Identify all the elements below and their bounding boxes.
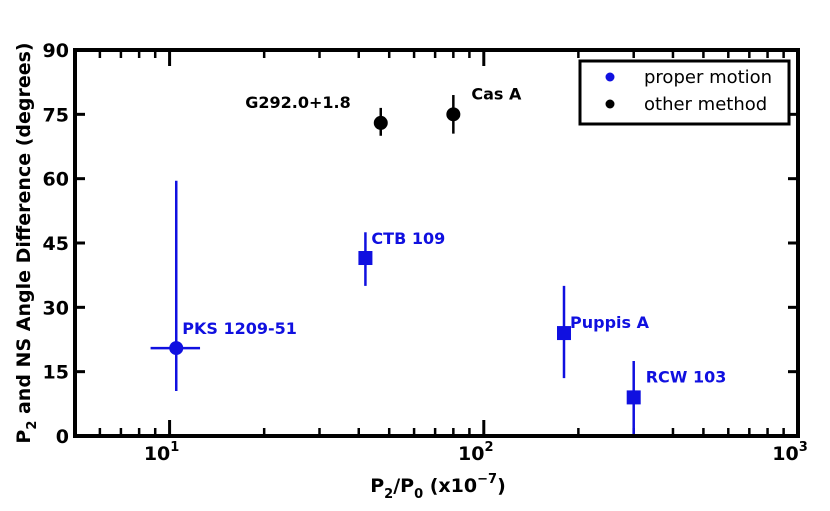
legend: proper motion other method [578,59,791,126]
legend-marker-other-method [605,99,615,109]
legend-label-proper-motion: proper motion [644,67,772,88]
legend-label-other-method: other method [644,94,767,115]
y-tick-label: 60 [43,169,69,191]
data-label-g292-0-1-8: G292.0+1.8 [245,93,351,112]
data-label-rcw-103: RCW 103 [646,367,727,386]
x-tick-label: 102 [458,440,494,465]
data-point-ctb-109 [358,251,373,266]
y-axis-label: P2 and NS Angle Difference (degrees) [13,42,40,443]
data-label-ctb-109: CTB 109 [371,229,445,248]
data-label-pks-1209-51: PKS 1209-51 [182,319,297,338]
data-label-cas-a: Cas A [471,84,522,103]
data-point-pks-1209-51 [169,341,184,356]
x-axis-label: P2/P0 (x10−7) [370,472,506,502]
y-tick-label: 90 [43,40,69,62]
data-point-puppis-a [557,326,572,341]
plot-frame [73,48,800,438]
data-label-puppis-a: Puppis A [570,313,650,332]
data-point-cas-a [446,107,461,122]
y-tick-label: 75 [43,104,69,126]
y-tick-label: 15 [43,362,69,384]
y-tick-label: 0 [56,426,69,448]
data-point-g292-0-1-8 [373,115,388,130]
legend-marker-proper-motion [605,72,615,82]
x-tick-label: 101 [144,440,180,465]
data-point-rcw-103 [626,390,641,405]
y-tick-label: 45 [43,233,69,255]
y-tick-label: 30 [43,297,69,319]
x-tick-label: 103 [772,440,808,465]
legend-box [578,59,791,126]
